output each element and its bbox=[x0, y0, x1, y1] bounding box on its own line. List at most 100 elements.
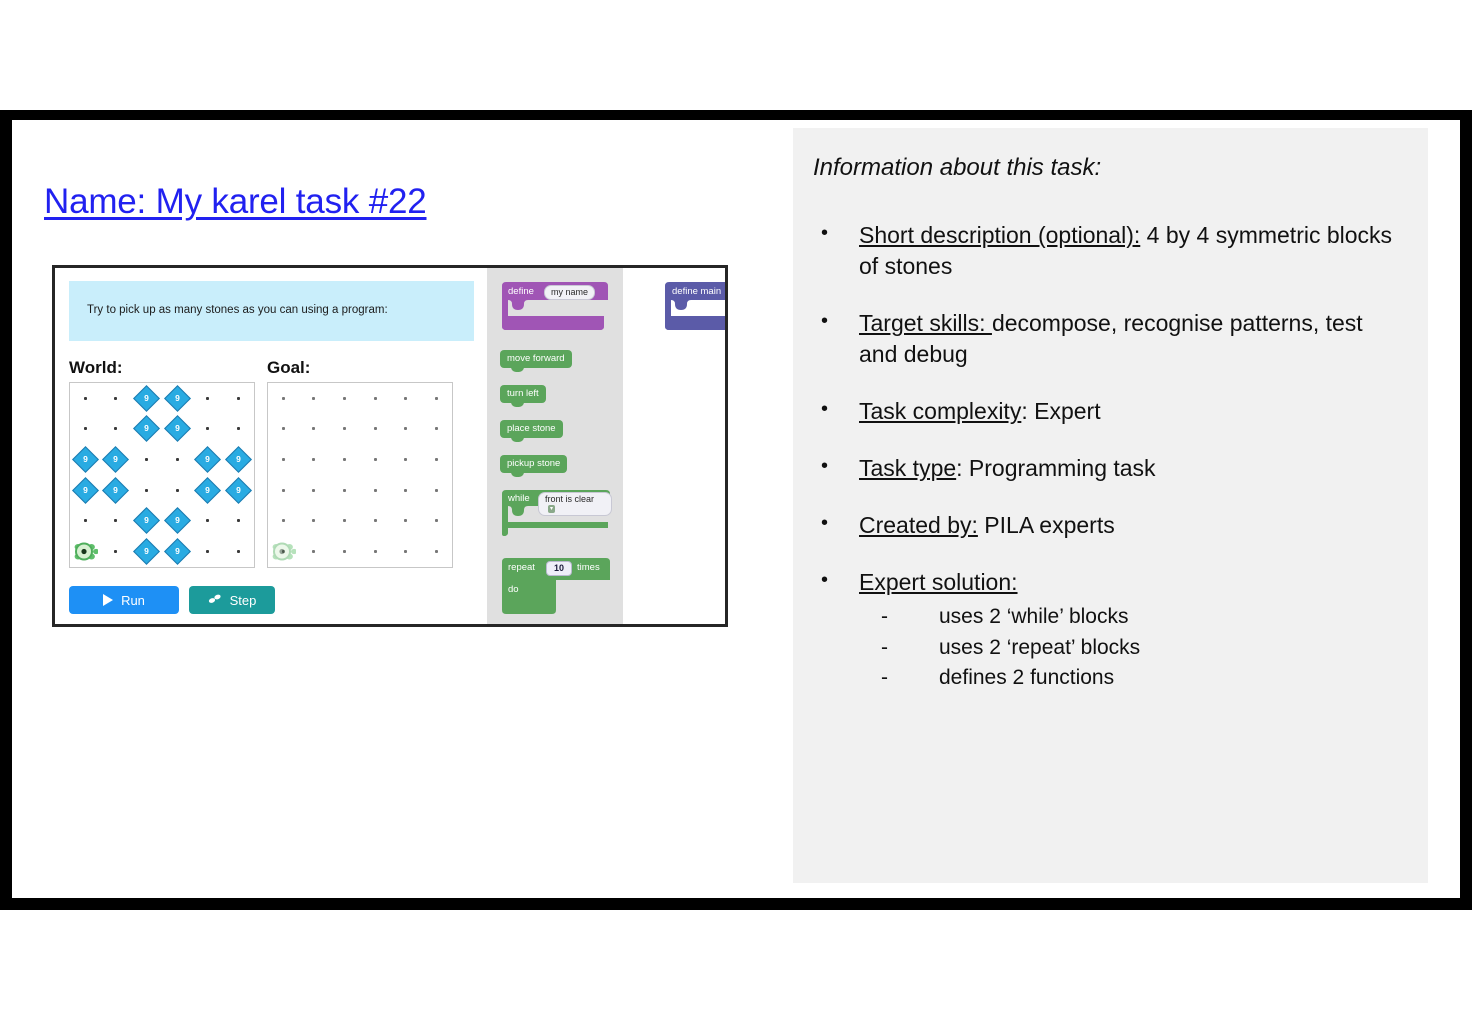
grid-dot bbox=[312, 396, 316, 400]
info-bullet-text: Created by: PILA experts bbox=[859, 510, 1407, 541]
grid-cell[interactable] bbox=[421, 444, 452, 475]
grid-cell[interactable] bbox=[131, 475, 162, 506]
grid-cell[interactable] bbox=[299, 506, 330, 537]
grid-cell[interactable] bbox=[70, 383, 101, 414]
grid-cell[interactable]: 9 bbox=[162, 536, 193, 567]
repeat-count-field[interactable]: 10 bbox=[546, 561, 573, 576]
grid-cell[interactable] bbox=[223, 536, 254, 567]
grid-cell[interactable] bbox=[268, 383, 299, 414]
grid-cell[interactable] bbox=[360, 383, 391, 414]
stone-marker: 9 bbox=[71, 446, 99, 474]
grid-cell[interactable]: 9 bbox=[70, 475, 101, 506]
grid-cell[interactable] bbox=[329, 383, 360, 414]
grid-cell[interactable] bbox=[421, 506, 452, 537]
while-condition-dropdown[interactable]: front is clear ▾ bbox=[538, 492, 612, 516]
grid-cell[interactable] bbox=[360, 536, 391, 567]
grid-cell[interactable] bbox=[391, 506, 422, 537]
grid-cell[interactable] bbox=[268, 414, 299, 445]
grid-cell[interactable] bbox=[329, 444, 360, 475]
block-place-stone[interactable]: place stone bbox=[500, 420, 563, 442]
grid-cell[interactable] bbox=[193, 383, 224, 414]
block-define-my-name[interactable]: define my name bbox=[500, 282, 610, 337]
grid-cell[interactable] bbox=[101, 506, 132, 537]
grid-cell[interactable]: 9 bbox=[162, 383, 193, 414]
block-move-forward-label: move forward bbox=[507, 353, 565, 364]
block-workspace[interactable]: define main bbox=[623, 268, 725, 624]
grid-cell[interactable]: 9 bbox=[131, 506, 162, 537]
grid-cell[interactable] bbox=[299, 414, 330, 445]
grid-cell[interactable] bbox=[223, 506, 254, 537]
grid-cell[interactable] bbox=[162, 475, 193, 506]
grid-cell[interactable] bbox=[421, 475, 452, 506]
grid-cell[interactable]: 9 bbox=[193, 444, 224, 475]
block-pickup-stone[interactable]: pickup stone bbox=[500, 455, 568, 477]
grid-dot bbox=[145, 488, 149, 492]
grid-dot bbox=[343, 396, 347, 400]
run-button[interactable]: Run bbox=[69, 586, 179, 614]
grid-cell[interactable]: 9 bbox=[223, 475, 254, 506]
grid-cell[interactable]: 9 bbox=[193, 475, 224, 506]
grid-cell[interactable] bbox=[360, 444, 391, 475]
grid-cell[interactable] bbox=[131, 444, 162, 475]
grid-cell[interactable] bbox=[70, 414, 101, 445]
grid-cell[interactable] bbox=[299, 536, 330, 567]
grid-cell[interactable] bbox=[268, 444, 299, 475]
grid-cell[interactable] bbox=[162, 444, 193, 475]
grid-cell[interactable] bbox=[391, 475, 422, 506]
grid-cell[interactable]: 9 bbox=[131, 536, 162, 567]
repeat-keyword: repeat bbox=[508, 562, 535, 573]
grid-cell[interactable] bbox=[329, 414, 360, 445]
grid-cell[interactable] bbox=[193, 536, 224, 567]
info-sub-text: defines 2 functions bbox=[939, 666, 1115, 690]
grid-cell[interactable] bbox=[391, 414, 422, 445]
grid-cell[interactable] bbox=[391, 536, 422, 567]
grid-cell[interactable] bbox=[360, 506, 391, 537]
grid-cell[interactable] bbox=[299, 383, 330, 414]
grid-cell[interactable] bbox=[268, 506, 299, 537]
grid-cell[interactable]: 9 bbox=[101, 444, 132, 475]
grid-cell[interactable] bbox=[193, 506, 224, 537]
grid-cell[interactable] bbox=[268, 475, 299, 506]
grid-cell[interactable] bbox=[391, 383, 422, 414]
grid-cell[interactable] bbox=[70, 536, 101, 567]
block-define-main[interactable]: define main bbox=[663, 282, 725, 337]
info-bullet-value: : Expert bbox=[1021, 398, 1101, 425]
grid-cell[interactable] bbox=[421, 414, 452, 445]
grid-cell[interactable] bbox=[329, 506, 360, 537]
grid-cell[interactable] bbox=[70, 506, 101, 537]
grid-cell[interactable] bbox=[299, 475, 330, 506]
grid-cell[interactable] bbox=[101, 414, 132, 445]
block-while[interactable]: while front is clear ▾ bbox=[500, 490, 612, 543]
grid-dot bbox=[175, 458, 179, 462]
block-palette[interactable]: define my name move forward turn left pl… bbox=[487, 268, 623, 624]
grid-cell[interactable] bbox=[299, 444, 330, 475]
grid-cell[interactable] bbox=[329, 475, 360, 506]
grid-cell[interactable]: 9 bbox=[101, 475, 132, 506]
grid-cell[interactable] bbox=[223, 383, 254, 414]
grid-cell[interactable] bbox=[268, 536, 299, 567]
grid-dot bbox=[435, 396, 439, 400]
grid-cell[interactable]: 9 bbox=[131, 383, 162, 414]
step-button[interactable]: Step bbox=[189, 586, 275, 614]
stone-count: 9 bbox=[205, 454, 211, 465]
grid-cell[interactable] bbox=[223, 414, 254, 445]
grid-cell[interactable] bbox=[360, 414, 391, 445]
define-name-field[interactable]: my name bbox=[544, 285, 596, 300]
grid-cell[interactable] bbox=[101, 536, 132, 567]
grid-cell[interactable] bbox=[421, 536, 452, 567]
grid-cell[interactable] bbox=[360, 475, 391, 506]
grid-cell[interactable] bbox=[391, 444, 422, 475]
grid-cell[interactable] bbox=[329, 536, 360, 567]
grid-cell[interactable]: 9 bbox=[162, 506, 193, 537]
block-move-forward[interactable]: move forward bbox=[500, 350, 572, 372]
grid-cell[interactable] bbox=[193, 414, 224, 445]
grid-cell[interactable]: 9 bbox=[223, 444, 254, 475]
grid-cell[interactable]: 9 bbox=[131, 414, 162, 445]
block-turn-left[interactable]: turn left bbox=[500, 385, 546, 407]
grid-cell[interactable]: 9 bbox=[162, 414, 193, 445]
grid-cell[interactable] bbox=[421, 383, 452, 414]
grid-cell[interactable] bbox=[101, 383, 132, 414]
block-repeat[interactable]: repeat 10 times do bbox=[500, 558, 612, 619]
grid-cell[interactable]: 9 bbox=[70, 444, 101, 475]
